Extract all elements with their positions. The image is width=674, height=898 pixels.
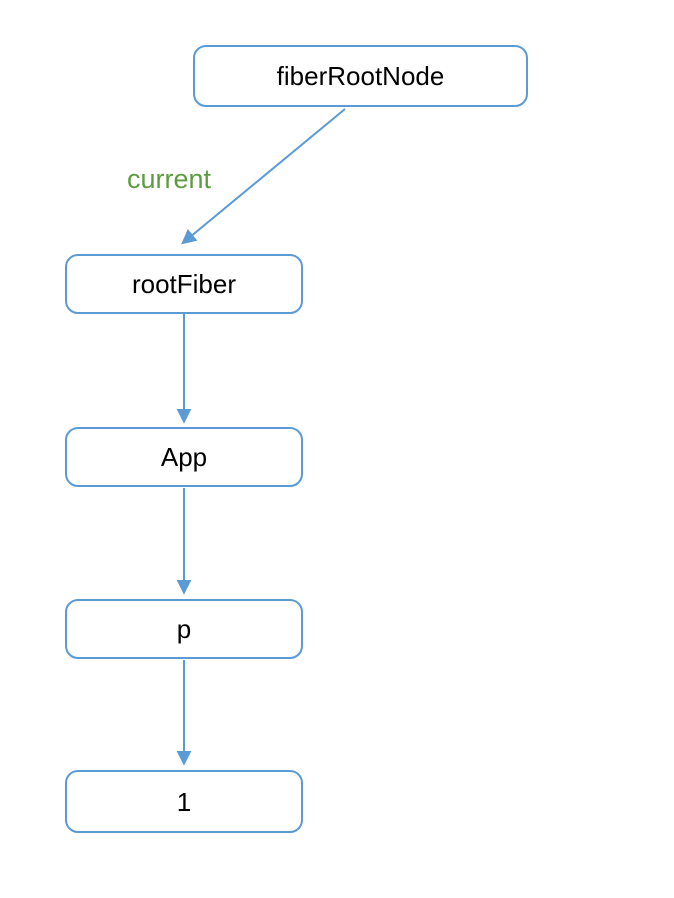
- node-1: 1: [65, 770, 303, 833]
- node-app-label: App: [160, 442, 208, 472]
- node-p-label: p: [176, 614, 192, 644]
- edge-label-current: current: [127, 164, 212, 194]
- node-p: p: [65, 599, 303, 659]
- node-rootfiber-label: rootFiber: [131, 269, 237, 299]
- node-fiberrootnode-label: fiberRootNode: [276, 61, 445, 91]
- node-rootfiber: rootFiber: [65, 254, 303, 314]
- node-app: App: [65, 427, 303, 487]
- node-1-label: 1: [176, 786, 192, 817]
- node-fiberrootnode: fiberRootNode: [193, 45, 528, 107]
